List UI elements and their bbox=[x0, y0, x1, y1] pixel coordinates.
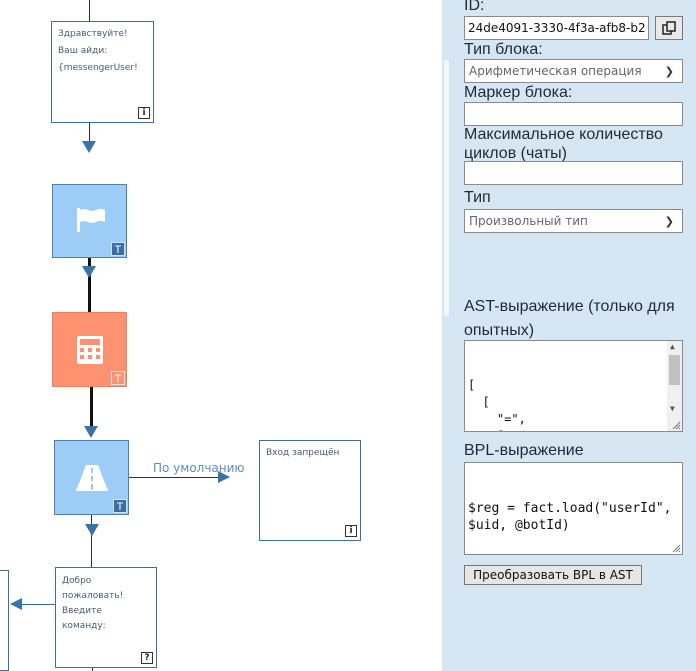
ast-label-line: AST-выражение (только для bbox=[464, 298, 675, 315]
panel-scrollbar[interactable] bbox=[444, 60, 449, 316]
template-badge[interactable]: T bbox=[111, 371, 125, 385]
offscreen-block[interactable] bbox=[0, 570, 9, 671]
resize-grip-icon[interactable] bbox=[672, 544, 681, 553]
copy-icon bbox=[662, 21, 676, 35]
max-cycles-label: Максимальное количество циклов (чаты) bbox=[464, 125, 663, 163]
calculator-icon bbox=[77, 336, 103, 364]
default-edge-label[interactable]: По умолчанию bbox=[153, 461, 245, 475]
max-cycles-input[interactable] bbox=[464, 161, 683, 185]
flag-node[interactable]: T bbox=[52, 184, 127, 258]
marker-input[interactable] bbox=[464, 102, 683, 126]
id-field[interactable]: 24de4091-3330-4f3a-afb8-b2 bbox=[464, 16, 649, 40]
calculator-node[interactable]: T bbox=[52, 312, 127, 387]
max-cycles-label-line: Максимальное количество bbox=[464, 126, 663, 143]
template-badge[interactable]: T bbox=[111, 242, 125, 256]
connector-line bbox=[129, 477, 229, 478]
type-value: Произвольный тип bbox=[469, 214, 588, 228]
scroll-thumb[interactable] bbox=[669, 355, 680, 385]
message-line: Здравствуйте! bbox=[58, 29, 128, 39]
connector-line bbox=[89, 123, 90, 143]
id-value: 24de4091-3330-4f3a-afb8-b2 bbox=[468, 21, 646, 35]
block-type-label: Тип блока: bbox=[464, 41, 543, 58]
message-line: пожаловать! bbox=[62, 591, 124, 601]
arrow-down-icon bbox=[82, 141, 96, 153]
connector-line bbox=[91, 515, 92, 567]
bpl-textarea[interactable]: $reg = fact.load("userId", $uid, @botId) bbox=[464, 462, 683, 555]
welcome-message-block[interactable]: Добро пожаловать! Введите команду: ? bbox=[55, 567, 157, 668]
type-select[interactable]: Произвольный тип ❯ bbox=[464, 209, 683, 233]
greeting-message-block[interactable]: Здравствуйте! Ваш айди: {messengerUser! … bbox=[51, 21, 154, 123]
scroll-up-icon[interactable]: ▲ bbox=[670, 342, 675, 351]
ast-text: [ [ "=", [ "var", bbox=[468, 378, 526, 431]
message-line: команду: bbox=[62, 621, 106, 631]
arrow-down-icon bbox=[82, 266, 96, 278]
message-line: Ваш айди: bbox=[58, 46, 108, 56]
properties-panel: ID: 24de4091-3330-4f3a-afb8-b2 Тип блока… bbox=[442, 0, 696, 671]
access-denied-block[interactable]: Вход запрещён i bbox=[259, 440, 361, 541]
connector-line bbox=[89, 0, 90, 21]
max-cycles-label-line: циклов (чаты) bbox=[464, 145, 568, 162]
arrow-left-icon bbox=[10, 598, 22, 610]
bpl-text: $reg = fact.load("userId", $uid, @botId) bbox=[468, 501, 672, 533]
connector-line bbox=[88, 258, 91, 312]
convert-bpl-button[interactable]: Преобразовать BPL в AST bbox=[464, 565, 642, 585]
resize-grip-icon[interactable] bbox=[672, 421, 681, 430]
connector-line bbox=[20, 604, 55, 605]
question-icon[interactable]: ? bbox=[141, 652, 153, 664]
connector-line bbox=[90, 387, 93, 427]
ast-scrollbar[interactable]: ▲ ▼ bbox=[667, 341, 682, 431]
connector-line bbox=[92, 668, 93, 671]
bpl-label: BPL-выражение bbox=[464, 442, 584, 459]
ast-label: AST-выражение (только для опытных) bbox=[464, 295, 675, 343]
type-label: Тип bbox=[464, 189, 491, 206]
road-icon bbox=[76, 465, 108, 491]
block-type-select[interactable]: Арифметическая операция ❯ bbox=[464, 59, 683, 83]
marker-label: Маркер блока: bbox=[464, 84, 573, 101]
chevron-down-icon: ❯ bbox=[664, 215, 674, 228]
message-line: Вход запрещён bbox=[266, 448, 340, 458]
info-icon[interactable]: i bbox=[138, 107, 150, 119]
info-icon[interactable]: i bbox=[345, 525, 357, 537]
flag-icon bbox=[77, 208, 105, 232]
chevron-down-icon: ❯ bbox=[664, 65, 674, 78]
arrow-down-icon bbox=[84, 426, 98, 438]
road-node[interactable]: T bbox=[54, 440, 129, 515]
scroll-down-icon[interactable]: ▼ bbox=[670, 404, 675, 413]
block-type-value: Арифметическая операция bbox=[469, 64, 642, 78]
arrow-right-icon bbox=[218, 471, 230, 483]
template-badge[interactable]: T bbox=[113, 499, 127, 513]
copy-button[interactable] bbox=[655, 16, 683, 40]
ast-textarea[interactable]: [ [ "=", [ "var", ▲ ▼ bbox=[464, 340, 683, 432]
message-line: Добро bbox=[62, 576, 92, 586]
flow-canvas[interactable]: Здравствуйте! Ваш айди: {messengerUser! … bbox=[0, 0, 442, 671]
ast-label-line: опытных) bbox=[464, 322, 535, 339]
message-line: Введите bbox=[62, 606, 102, 616]
id-label: ID: bbox=[464, 0, 485, 14]
arrow-down-icon bbox=[85, 524, 99, 536]
message-line: {messengerUser! bbox=[58, 63, 138, 73]
